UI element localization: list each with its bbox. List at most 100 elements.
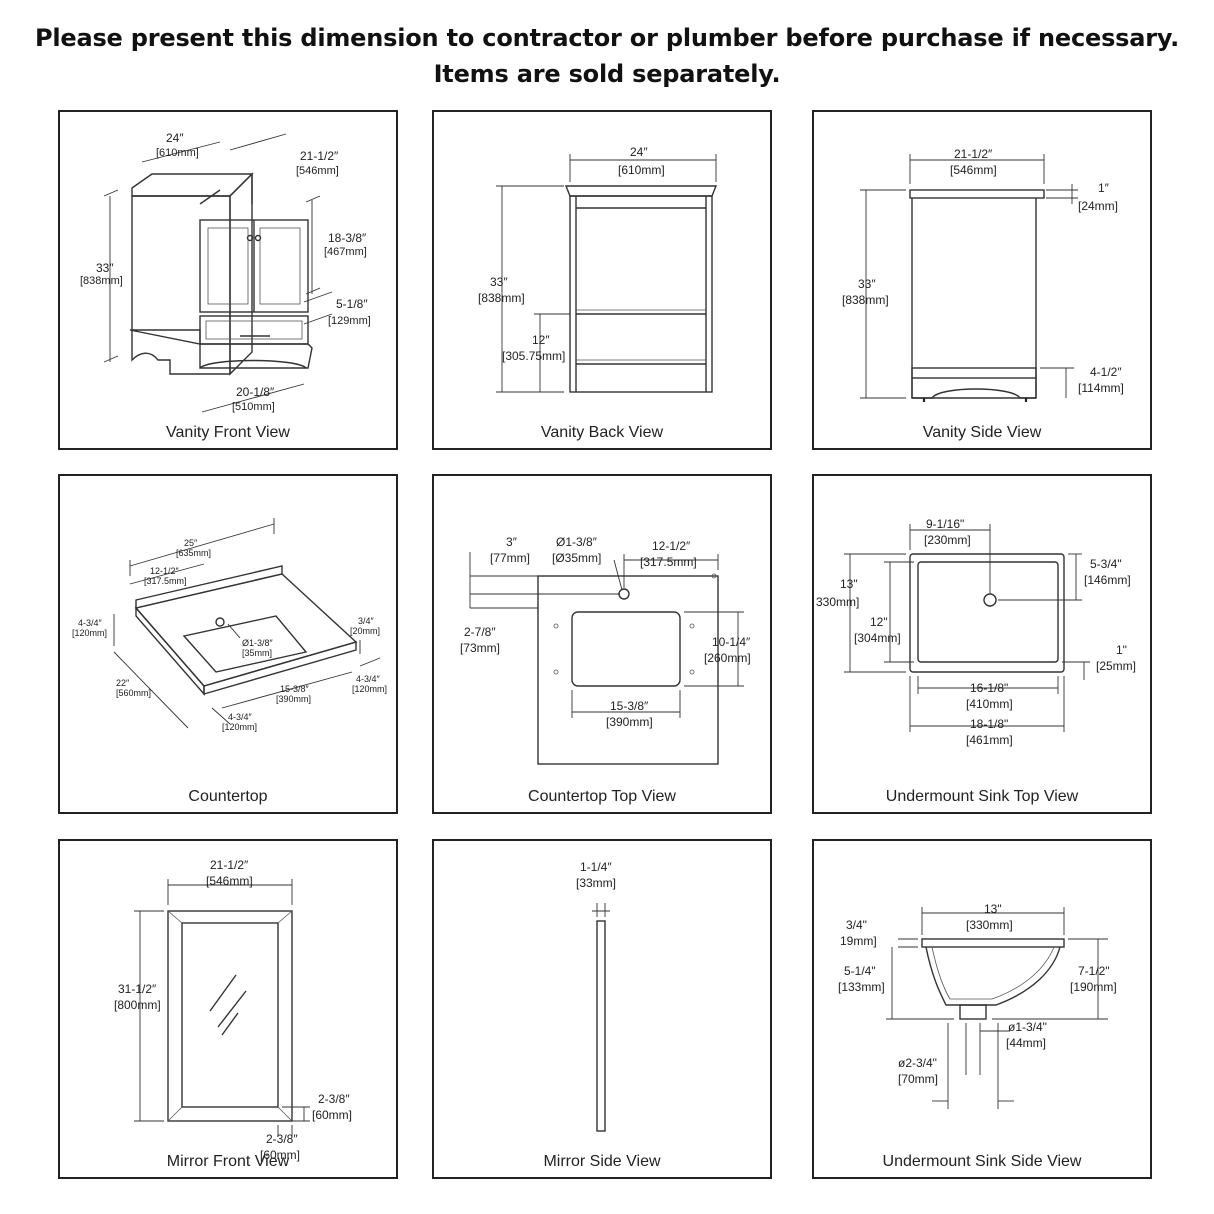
mirror-front-width-in: 21-1/2″ <box>210 858 249 872</box>
vanity-front-height-mm: [838mm] <box>80 275 123 287</box>
countertop-depth-in: 22″ <box>116 678 130 688</box>
vanity-side-width-mm: [546mm] <box>950 163 997 177</box>
vanity-back-width-in: 24″ <box>630 145 648 159</box>
vanity-back-shelf-in: 12″ <box>532 333 550 347</box>
mirror-front-frame-b-in: 2-3/8″ <box>266 1132 298 1146</box>
sink-side-dims <box>886 907 1108 1109</box>
caption-vanity-front-view: Vanity Front View <box>166 424 290 441</box>
mirror-front-frame-r-mm: [60mm] <box>312 1108 352 1122</box>
panel-mirror-front-view: 21-1/2″ [546mm] 31-1/2″ [800mm] 2-3/8″ [… <box>58 839 398 1179</box>
countertop-thickness-in: 3/4″ <box>358 616 375 626</box>
vanity-side-drawing: 21-1/2″ [546mm] 1″ [24mm] 33″ [838mm] 4-… <box>842 147 1124 402</box>
sink-top-rim-mm: [25mm] <box>1096 659 1136 673</box>
countertop-right-in: 4-3/4″ <box>356 674 381 684</box>
countertop-top-drawing: 3″ [77mm] Ø1-3/8″ [Ø35mm] 12-1/2″ [317.5… <box>460 535 751 765</box>
countertop-top-sink-h-mm: [260mm] <box>704 651 751 665</box>
countertop-thickness-mm: [20mm] <box>350 626 380 636</box>
panel-undermount-sink-top-view: 9-1/16" [230mm] 5-3/4" [146mm] 13" 330mm… <box>812 474 1152 814</box>
heading-line-1: Please present this dimension to contrac… <box>34 24 1180 52</box>
vanity-side-height-mm: [838mm] <box>842 293 889 307</box>
sink-top-ih-in: 12" <box>870 615 888 629</box>
countertop-sink-width-mm: [390mm] <box>276 694 311 704</box>
sink-side-drain-in: ø1-3/4" <box>1008 1020 1047 1034</box>
caption-undermount-sink-side-view: Undermount Sink Side View <box>882 1153 1082 1170</box>
countertop-top-offset-mm: [77mm] <box>490 551 530 565</box>
caption-vanity-side-view: Vanity Side View <box>922 424 1042 441</box>
caption-undermount-sink-top-view: Undermount Sink Top View <box>885 788 1079 805</box>
vanity-front-drawer-mm: [129mm] <box>328 315 371 327</box>
vanity-front-door-mm: [467mm] <box>324 246 367 258</box>
vanity-side-top-mm: [24mm] <box>1078 199 1118 213</box>
mirror-front-dims <box>134 879 310 1137</box>
countertop-right-mm: [120mm] <box>352 684 387 694</box>
mirror-front-outline <box>167 910 293 1122</box>
panel-countertop: 25″ [635mm] 12-1/2″ [317.5mm] 4-3/4″ [12… <box>58 474 398 814</box>
vanity-front-height-in: 33″ <box>96 261 114 275</box>
panel-mirror-side-view: 1-1/4″ [33mm] Mirror Side View <box>432 839 772 1179</box>
mirror-front-drawing: 21-1/2″ [546mm] 31-1/2″ [800mm] 2-3/8″ [… <box>114 858 352 1162</box>
countertop-sink-width-in: 15-3/8″ <box>280 684 310 694</box>
sink-top-iw-in: 16-1/8" <box>970 681 1008 695</box>
sink-top-b-mm: [146mm] <box>1084 573 1131 587</box>
mirror-side-dims <box>592 903 610 917</box>
vanity-side-kick-in: 4-1/2″ <box>1090 365 1122 379</box>
sink-side-width-in: 13" <box>984 902 1002 916</box>
vanity-front-depth-in: 21-1/2″ <box>300 149 339 163</box>
vanity-front-base-mm: [510mm] <box>232 401 275 413</box>
countertop-top-dims <box>469 552 744 718</box>
vanity-front-depth-mm: [546mm] <box>296 165 339 177</box>
sink-side-drawing: 13" [330mm] 3/4" 19mm] 5-1/4" [133mm] 7-… <box>838 902 1117 1109</box>
caption-mirror-side-view: Mirror Side View <box>543 1153 661 1170</box>
sink-top-iw-mm: [410mm] <box>966 697 1013 711</box>
caption-countertop: Countertop <box>188 788 268 805</box>
mirror-front-height-mm: [800mm] <box>114 998 161 1012</box>
countertop-top-left-mm: [73mm] <box>460 641 500 655</box>
panel-vanity-back-view: 24″ [610mm] 33″ [838mm] 12″ [305.75mm] V… <box>432 110 772 450</box>
countertop-top-outline <box>537 573 719 765</box>
vanity-front-drawing: 24″ [610mm] 21-1/2″ [546mm] 33″ [838mm] … <box>80 131 371 413</box>
countertop-center-in: 12-1/2″ <box>150 566 180 576</box>
vanity-front-width-in: 24″ <box>166 131 184 145</box>
vanity-back-shelf-mm: [305.75mm] <box>502 349 565 363</box>
vanity-side-width-in: 21-1/2″ <box>954 147 993 161</box>
panel-vanity-front-view: 24″ [610mm] 21-1/2″ [546mm] 33″ [838mm] … <box>58 110 398 450</box>
vanity-back-outline <box>564 185 718 393</box>
sink-top-outline <box>909 553 1065 673</box>
countertop-front-in: 4-3/4″ <box>228 712 253 722</box>
sink-top-h-mm: 330mm] <box>816 595 859 609</box>
sink-side-drain-outer-mm: [70mm] <box>898 1072 938 1086</box>
vanity-front-width-mm: [610mm] <box>156 147 199 159</box>
vanity-front-outline <box>129 172 313 376</box>
mirror-side-thickness-mm: [33mm] <box>576 876 616 890</box>
sink-top-a-in: 9-1/16" <box>926 517 964 531</box>
countertop-hole-in: Ø1-3/8″ <box>242 638 274 648</box>
panel-vanity-side-view: 21-1/2″ [546mm] 1″ [24mm] 33″ [838mm] 4-… <box>812 110 1152 450</box>
sink-top-b-in: 5-3/4" <box>1090 557 1122 571</box>
countertop-top-sink-h-in: 10-1/4″ <box>712 635 751 649</box>
countertop-dims <box>113 518 381 729</box>
vanity-side-dims <box>860 154 1078 399</box>
vanity-side-top-in: 1″ <box>1098 181 1110 195</box>
sink-side-drain-mm: [44mm] <box>1006 1036 1046 1050</box>
vanity-front-drawer-in: 5-1/8″ <box>336 297 368 311</box>
countertop-center-mm: [317.5mm] <box>144 576 187 586</box>
sink-side-height-in: 7-1/2" <box>1078 964 1110 978</box>
mirror-front-height-in: 31-1/2″ <box>118 982 157 996</box>
sink-side-depth-in: 5-1/4" <box>844 964 876 978</box>
countertop-top-sink-w-mm: [390mm] <box>606 715 653 729</box>
caption-vanity-back-view: Vanity Back View <box>540 424 664 441</box>
sink-top-a-mm: [230mm] <box>924 533 971 547</box>
countertop-top-offset-in: 3″ <box>506 535 518 549</box>
vanity-back-dims <box>496 154 717 393</box>
vanity-side-kick-mm: [114mm] <box>1078 381 1124 395</box>
countertop-front-mm: [120mm] <box>222 722 257 732</box>
sink-side-rim-mm: 19mm] <box>840 934 877 948</box>
sink-top-dims <box>844 524 1090 732</box>
sink-top-ih-mm: [304mm] <box>854 631 901 645</box>
sink-side-height-mm: [190mm] <box>1070 980 1117 994</box>
caption-mirror-front-view: Mirror Front View <box>166 1153 290 1170</box>
sink-top-drawing: 9-1/16" [230mm] 5-3/4" [146mm] 13" 330mm… <box>816 517 1136 747</box>
vanity-back-drawing: 24″ [610mm] 33″ [838mm] 12″ [305.75mm] <box>478 145 718 393</box>
countertop-top-sink-w-in: 15-3/8″ <box>610 699 649 713</box>
sink-top-h-in: 13" <box>840 577 858 591</box>
